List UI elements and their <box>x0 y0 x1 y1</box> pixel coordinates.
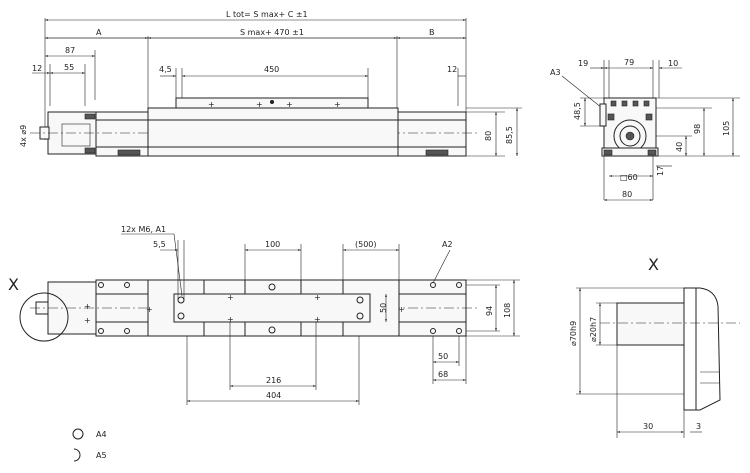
svg-text:+: + <box>256 100 263 109</box>
svg-text:+: + <box>227 293 234 302</box>
svg-text:+: + <box>227 315 234 324</box>
dim-105-label: 105 <box>722 121 731 136</box>
bottom-view: X + + + + + + + + <box>8 225 520 405</box>
dim-98-label: 98 <box>693 124 702 134</box>
dim-50-vert-label: 50 <box>379 303 388 313</box>
svg-text:+: + <box>314 315 321 324</box>
svg-text:+: + <box>286 100 293 109</box>
dim-855-label: 85,5 <box>505 126 514 144</box>
svg-text:+: + <box>334 100 341 109</box>
dim-12-left-label: 12 <box>32 64 42 73</box>
dim-30-label: 30 <box>643 422 653 431</box>
legend: A4 A5 <box>72 428 107 462</box>
dim-87-label: 87 <box>65 46 75 55</box>
dim-45-label: 4,5 <box>159 65 172 74</box>
dim-smax-label: S max+ 470 ±1 <box>240 28 304 37</box>
detail-flange <box>683 287 721 411</box>
dim-b-label: B <box>429 28 435 37</box>
svg-text:+: + <box>84 316 91 325</box>
dim-17-label: 17 <box>656 166 665 176</box>
dim-94-label: 94 <box>485 306 494 316</box>
dim-100-label: 100 <box>265 240 280 249</box>
m6-label: 12x M6, A1 <box>121 225 166 234</box>
legend-a4-label: A4 <box>96 430 107 439</box>
dim-500-label: (500) <box>355 240 377 249</box>
dim-68-label: 68 <box>438 370 448 379</box>
detail-shaft <box>616 302 685 346</box>
svg-text:+: + <box>398 305 405 314</box>
dim-55-label: 55 <box>64 63 74 72</box>
a3-label: A3 <box>550 68 561 77</box>
dim-40-label: 40 <box>675 142 684 152</box>
legend-a5-label: A5 <box>96 451 107 460</box>
svg-text:+: + <box>208 100 215 109</box>
dim-404-label: 404 <box>266 391 281 400</box>
detail-title: X <box>648 255 659 274</box>
dim-80-label: 80 <box>484 131 493 141</box>
dim-19-label: 19 <box>578 59 588 68</box>
dim-4x9-label: 4x ⌀9 <box>19 125 28 147</box>
svg-text:+: + <box>84 302 91 311</box>
svg-text:+: + <box>314 293 321 302</box>
dim-10-label: 10 <box>668 59 678 68</box>
dim-450-label: 450 <box>264 65 279 74</box>
end-view: 19 79 10 A3 48,5 98 105 <box>550 58 740 201</box>
detail-x-circle <box>19 292 69 342</box>
a5-arc-icon <box>73 448 81 462</box>
svg-text:+: + <box>146 305 153 314</box>
bottom-carriage <box>173 293 371 323</box>
x-marker-label: X <box>8 275 19 294</box>
top-view: L tot= S max+ C ±1 A S max+ 470 ±1 B 87 … <box>19 10 522 157</box>
a2-label: A2 <box>442 240 453 249</box>
dim-80-end-label: 80 <box>622 190 632 199</box>
dim-60-label: □60 <box>620 173 638 182</box>
ltot-label: L tot= S max+ C ±1 <box>226 10 308 19</box>
detail-view-x: X ⌀20h7 ⌀70h9 30 3 <box>569 255 740 438</box>
dim-50-label: 50 <box>438 352 448 361</box>
dim-485-label: 48,5 <box>573 102 582 120</box>
dim-79-label: 79 <box>624 58 634 67</box>
dim-12-right-label: 12 <box>447 65 457 74</box>
dim-216-label: 216 <box>266 376 281 385</box>
dim-108-label: 108 <box>503 303 512 318</box>
dim-3-label: 3 <box>696 422 701 431</box>
dim-70-label: ⌀70h9 <box>569 321 578 346</box>
a4-circle-icon <box>72 428 84 440</box>
dim-a-label: A <box>96 28 102 37</box>
dim-55-bottom-label: 5,5 <box>153 240 166 249</box>
dim-20-label: ⌀20h7 <box>589 317 598 342</box>
